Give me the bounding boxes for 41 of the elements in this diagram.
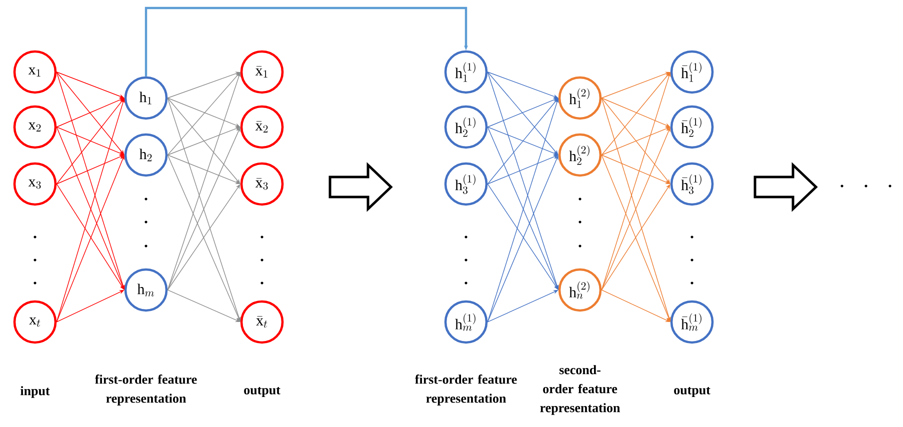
output-neuron: $\bar{\mathrm{x}}_{3}$ <box>240 162 284 206</box>
output-neuron: $\bar{\mathrm{x}}_{t}$ <box>240 300 284 344</box>
column-label: first-order feature representation <box>414 374 517 406</box>
connection-arrow <box>167 184 240 290</box>
input-neuron: $\mathrm{h}^{(1)}_{3}$ <box>444 162 488 206</box>
output-neuron: $\bar{\mathrm{h}}^{(1)}_{1}$ <box>670 50 714 94</box>
input-neuron: $\mathrm{x}_{t}$ <box>13 300 57 344</box>
input-neuron: $\mathrm{h}^{(1)}_{m}$ <box>444 300 488 344</box>
column-label: output <box>674 386 710 398</box>
input-neuron: $\mathrm{x}_{1}$ <box>13 50 57 94</box>
output-neuron: $\bar{\mathrm{x}}_{1}$ <box>240 50 284 94</box>
input-neuron: $\mathrm{h}^{(1)}_{2}$ <box>444 105 488 149</box>
connection-arrow <box>487 72 558 155</box>
connection-arrow <box>601 184 670 290</box>
connection-arrow <box>601 72 670 156</box>
output-neuron: $\bar{\mathrm{h}}^{(1)}_{m}$ <box>670 300 714 344</box>
output-neuron: $\bar{\mathrm{h}}^{(1)}_{3}$ <box>670 162 714 206</box>
connection-arrow <box>167 98 240 184</box>
output-neuron: $\bar{\mathrm{h}}^{(1)}_{2}$ <box>670 105 714 149</box>
hidden-neuron: $\mathrm{h}_{1}$ <box>124 76 168 120</box>
hidden-neuron: $\mathrm{h}^{(2)}_{n}$ <box>558 268 602 312</box>
hidden-neuron: $\mathrm{h}^{(2)}_{1}$ <box>558 76 602 120</box>
hidden-neuron: $\mathrm{h}_{2}$ <box>124 133 168 177</box>
connection-arrow <box>487 98 558 184</box>
output-neuron: $\bar{\mathrm{x}}_{2}$ <box>240 105 284 149</box>
connection-arrow <box>56 184 124 290</box>
column-label: input <box>20 386 50 398</box>
hidden-neuron: $\mathrm{h}_{m}$ <box>124 268 168 312</box>
input-neuron: $\mathrm{h}^{(1)}_{1}$ <box>444 50 488 94</box>
input-neuron: $\mathrm{x}_{2}$ <box>13 105 57 149</box>
column-label: second-order feature representation <box>540 365 620 415</box>
connection-arrow <box>56 98 124 184</box>
connection-arrow <box>167 72 240 156</box>
skip-connection-arrow <box>144 6 468 76</box>
input-neuron: $\mathrm{x}_{3}$ <box>13 162 57 206</box>
column-label: first-order feature representation <box>94 374 197 406</box>
connection-arrow <box>487 184 558 290</box>
connection-arrow <box>56 72 124 155</box>
connection-arrow <box>601 98 670 184</box>
column-label: output <box>244 386 280 398</box>
hidden-neuron: $\mathrm{h}^{(2)}_{2}$ <box>558 133 602 177</box>
